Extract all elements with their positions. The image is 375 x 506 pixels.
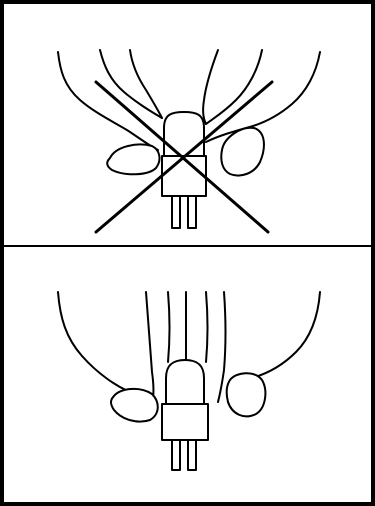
- left-hand-outline: [58, 292, 130, 392]
- led-lead-left: [172, 440, 180, 470]
- led-lead-right: [188, 440, 196, 470]
- right-finger-back: [203, 50, 218, 124]
- left-hand-outline: [58, 52, 158, 150]
- panel-wrong: [58, 50, 320, 232]
- left-finger-outline: [146, 292, 154, 404]
- right-fingertip: [227, 373, 266, 416]
- panel-right: [58, 292, 320, 470]
- led-lens: [164, 112, 204, 156]
- center-finger-left: [168, 292, 170, 362]
- left-finger-outline: [100, 50, 162, 118]
- led-lens: [166, 360, 204, 408]
- led-lead-right: [188, 196, 196, 228]
- right-hand-outline: [252, 292, 320, 378]
- led-base: [162, 404, 208, 440]
- led-component-right: [162, 360, 208, 470]
- left-fingernail: [107, 145, 159, 175]
- led-base: [162, 156, 206, 196]
- right-hand-outline: [206, 52, 320, 142]
- right-finger-outline: [218, 292, 226, 402]
- right-fingernail: [221, 128, 264, 176]
- left-fingertip: [111, 389, 158, 422]
- center-finger-right: [206, 292, 208, 362]
- led-lead-left: [172, 196, 180, 228]
